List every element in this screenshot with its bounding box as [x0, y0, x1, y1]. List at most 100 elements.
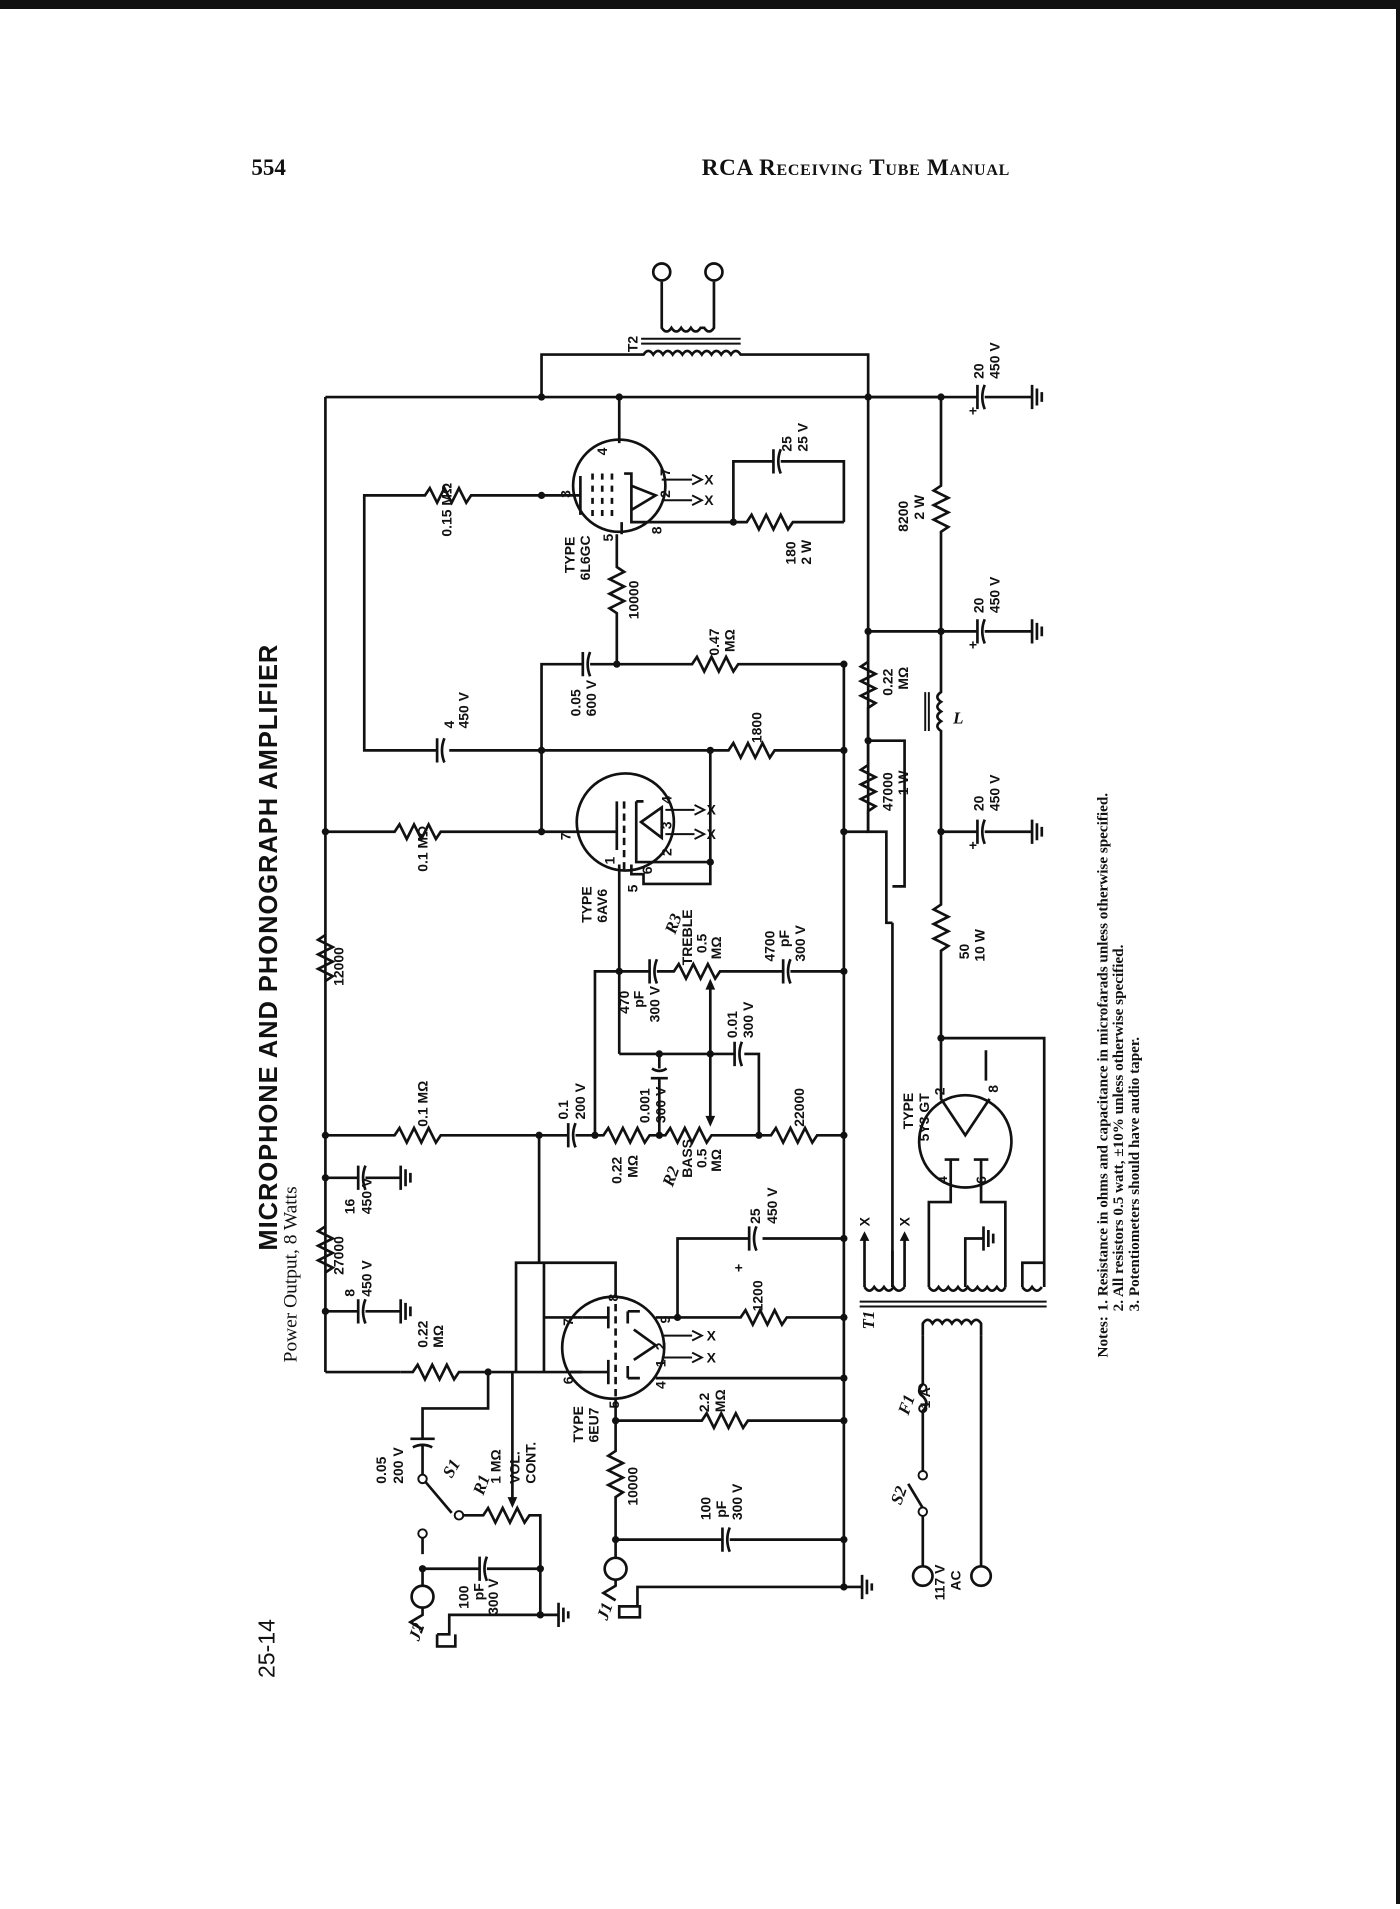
pin-1: 1	[652, 1359, 668, 1367]
junction	[655, 1050, 663, 1058]
label-ac: AC	[947, 1570, 963, 1590]
pin-4: 4	[934, 1176, 950, 1184]
junction	[840, 746, 848, 755]
label-20uf-b-voltage: 450 V	[986, 576, 1002, 613]
label-470pf-voltage: 300 V	[646, 985, 662, 1022]
capacitor-005-input	[410, 1372, 490, 1476]
transformer-t1: T1	[859, 1261, 1047, 1336]
pin-4: 4	[652, 1381, 668, 1389]
jack-j2-tip[interactable]	[410, 1584, 435, 1609]
decoupling-resistors	[857, 631, 906, 888]
label-047meg-unit: MΩ	[722, 629, 738, 652]
label-01uf-voltage: 200 V	[572, 1082, 588, 1119]
label-t2: T2	[624, 336, 640, 353]
label-4700pf-unit: pF	[776, 930, 792, 948]
label-01meg-mid: 0.1 MΩ	[414, 1081, 430, 1127]
tube-6l6gc-type-label: TYPE	[561, 537, 577, 573]
tube-5y3gt: TYPE 5Y3 GT 2 8 4 6	[900, 1036, 1046, 1288]
tube-envelope	[917, 1093, 1013, 1189]
capacitor-001	[619, 1041, 761, 1136]
label-022meg-input: 0.22	[414, 1320, 430, 1347]
tube-6av6-pins-5-6	[630, 862, 712, 886]
t2-primary	[540, 349, 870, 398]
pin-1: 1	[601, 857, 617, 865]
label-16uf: 16	[342, 1198, 358, 1214]
junction	[840, 660, 848, 668]
ac-terminal-1[interactable]	[911, 1564, 934, 1588]
label-22000: 22000	[791, 1088, 807, 1127]
t1-primary	[921, 1318, 983, 1336]
wire-v1-grid7	[542, 1262, 583, 1373]
label-022meg-tone-unit: MΩ	[624, 1155, 640, 1178]
potentiometer-r2-bass[interactable]	[659, 1125, 759, 1146]
junction	[321, 1174, 330, 1182]
pin-9: 9	[657, 1315, 673, 1323]
tube-6l6gc-electrodes	[541, 397, 659, 535]
junction	[321, 828, 330, 836]
label-f1: F1	[894, 1392, 919, 1418]
label-25uf-voltage: 450 V	[764, 1187, 780, 1224]
label-4uf-voltage: 450 V	[456, 691, 472, 728]
speaker-terminal-1[interactable]	[651, 262, 672, 282]
resistor-022meg-input	[400, 1361, 492, 1383]
note-3: 3. Potentiometers should have audio tape…	[1126, 1037, 1143, 1312]
label-20uf-b: 20	[971, 597, 987, 613]
label-47000: 47000	[879, 772, 895, 811]
notes-block: Notes: 1. Resistance in ohms and capacit…	[1094, 793, 1143, 1358]
label-022meg-tone: 0.22	[609, 1156, 625, 1183]
capacitor-20uf-b	[868, 618, 1044, 645]
junction	[537, 393, 546, 401]
label-8uf: 8	[342, 1289, 358, 1297]
note-2: 2. All resistors 0.5 watt, ±10% unless o…	[1110, 944, 1127, 1311]
wiper-arrow	[507, 1497, 518, 1509]
junction	[840, 1535, 848, 1544]
t2-core	[641, 337, 741, 345]
resistor-22meg	[615, 1410, 844, 1431]
tube-6l6gc-type: 6L6GC	[577, 535, 593, 580]
label-20uf-a: 20	[971, 363, 987, 379]
label-t1: T1	[859, 1311, 878, 1330]
t1-secondaries	[863, 1284, 1043, 1293]
s1-lever[interactable]	[423, 1480, 453, 1514]
label-j1: J1	[593, 1600, 617, 1623]
tube-envelope	[575, 772, 676, 872]
label-4700pf-voltage: 300 V	[792, 924, 808, 961]
pin-8: 8	[649, 526, 665, 534]
ac-terminal-2[interactable]	[970, 1564, 993, 1588]
label-005-input-voltage: 200 V	[390, 1447, 406, 1484]
speaker-terminal-2[interactable]	[704, 262, 724, 282]
junction	[615, 393, 623, 401]
s2-contact-a	[917, 1470, 929, 1481]
label-100pf-j2-unit: pF	[470, 1583, 486, 1601]
pin-2: 2	[652, 1342, 668, 1350]
label-001: 0.01	[724, 1011, 740, 1038]
label-50: 50	[956, 943, 972, 959]
label-047meg: 0.47	[706, 628, 722, 655]
label-10000-v1: 10000	[624, 1467, 640, 1506]
pin-6: 6	[973, 1176, 989, 1184]
label-015meg: 0.15 MΩ	[439, 483, 455, 537]
junction	[864, 393, 872, 401]
label-100pf-j1: 100	[697, 1497, 713, 1521]
junction	[321, 1307, 330, 1315]
capacitor-8uf	[325, 1298, 412, 1324]
s2-lever[interactable]	[907, 1483, 924, 1509]
label-0001-voltage: 300 V	[652, 1086, 668, 1123]
tube-6l6gc: X X TYPE 6L6GC 3 4 5 7 2 8	[541, 397, 734, 580]
wiper-arrow	[705, 978, 716, 990]
resistor-10000-v1	[605, 1420, 626, 1540]
pin-7: 7	[657, 468, 673, 476]
s1-contact-b	[453, 1510, 465, 1521]
label-j2: J2	[404, 1620, 428, 1644]
label-4uf: 4	[441, 721, 457, 729]
fuse-contact	[918, 1383, 928, 1393]
capacitor-20uf-a	[941, 384, 1044, 410]
label-cont: CONT.	[522, 1442, 538, 1484]
label-bass: BASS	[679, 1139, 695, 1178]
transformer-t2: T2	[540, 262, 870, 398]
jack-j1-tip[interactable]	[603, 1556, 628, 1582]
label-12000: 12000	[331, 947, 347, 986]
potentiometer-r1-volume[interactable]	[462, 1505, 542, 1587]
heater-arrows	[661, 473, 704, 506]
label-01uf: 0.1	[555, 1100, 571, 1120]
